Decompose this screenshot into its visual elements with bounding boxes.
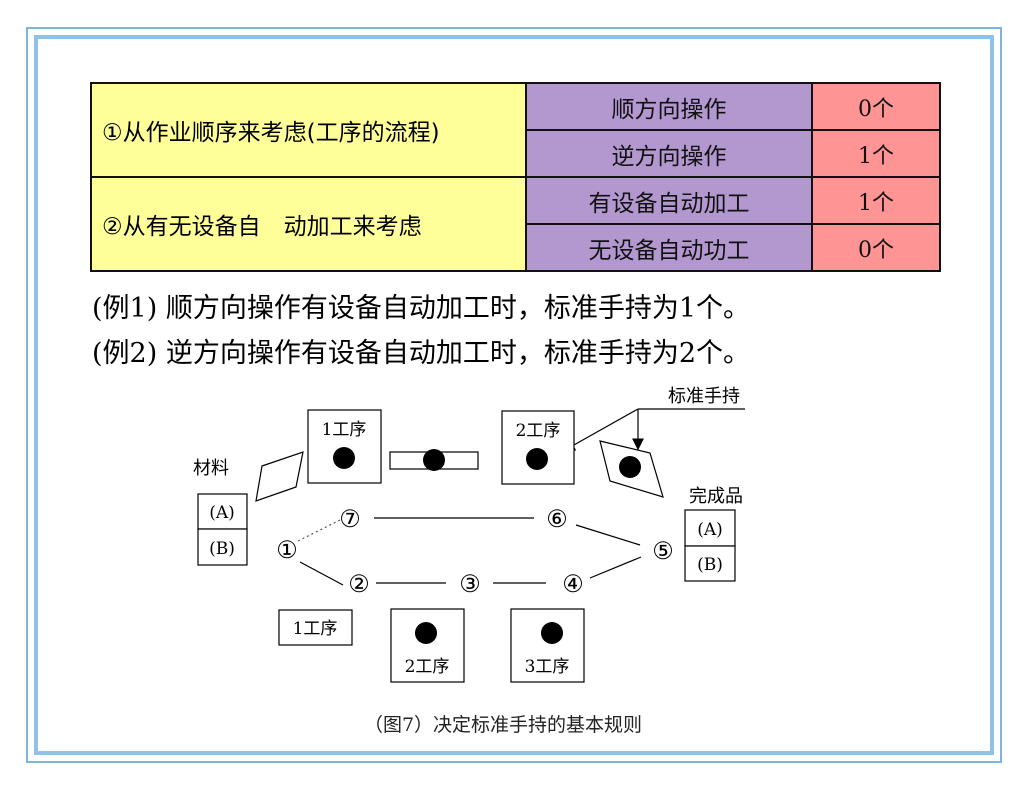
material-box-a — [197, 493, 248, 530]
step-6: ⑥ — [546, 505, 568, 533]
case-cell: 顺方向操作 — [525, 82, 813, 131]
case-cell: 无设备自动功工 — [525, 223, 813, 272]
table-row: 无设备自动功工 0个 — [91, 223, 941, 272]
example-2: (例2) 逆方向操作有设备自动加工时，标准手持为2个。 — [92, 338, 751, 369]
box-a-label: (A) — [697, 520, 723, 540]
process-box-top-2 — [501, 410, 575, 485]
path-4-5 — [589, 556, 642, 579]
path-1-2 — [299, 561, 344, 586]
material-label: 材料 — [193, 458, 229, 479]
figure-caption: （图7）决定标准手持的基本规则 — [364, 714, 642, 736]
step-3: ③ — [459, 570, 481, 598]
count-cell: 0个 — [811, 223, 941, 272]
case-cell: 有设备自动加工 — [525, 176, 813, 225]
step-2: ② — [348, 570, 370, 598]
path-6-5 — [575, 524, 641, 546]
process-label: 2工序 — [405, 657, 450, 677]
case-cell: 逆方向操作 — [525, 129, 813, 178]
worker-dot — [415, 622, 437, 644]
stock-dot — [619, 456, 641, 478]
callout-arrow-left — [562, 408, 639, 452]
stock-dot — [423, 449, 445, 471]
rule-cell-2: ②从有无设备自 动加工来考虑 — [90, 176, 527, 272]
process-box-bottom-2 — [390, 608, 465, 683]
finished-box-b — [684, 545, 736, 582]
std-stock-label: 标准手持 — [668, 386, 740, 407]
table-row: ①从作业顺序来考虑(工序的流程) 顺方向操作 0个 — [90, 82, 941, 178]
process-label: 1工序 — [322, 420, 367, 440]
worker-dot — [333, 447, 355, 469]
step-4: ④ — [562, 570, 584, 598]
count-cell: 1个 — [811, 176, 941, 225]
material-tray — [255, 451, 304, 502]
process-box-bottom-3 — [510, 608, 585, 683]
process-label: 3工序 — [525, 657, 570, 677]
material-box-b — [197, 528, 248, 566]
process-label: 1工序 — [293, 619, 338, 639]
box-a-label: (A) — [209, 503, 235, 523]
finished-label: 完成品 — [689, 486, 743, 507]
rule-cell-1: ①从作业顺序来考虑(工序的流程) — [90, 82, 527, 178]
outer-frame — [26, 27, 1002, 763]
path-1-7 — [297, 519, 341, 542]
count-cell: 1个 — [811, 129, 941, 178]
worker-dot — [526, 448, 548, 470]
worker-dot — [541, 622, 563, 644]
step-1: ① — [276, 536, 298, 564]
table-row: ②从有无设备自 动加工来考虑 有设备自动加工 1个 — [90, 176, 941, 272]
box-b-label: (B) — [697, 555, 723, 575]
inner-frame — [34, 35, 994, 755]
table-row: 逆方向操作 1个 — [91, 129, 941, 178]
example-1: (例1) 顺方向操作有设备自动加工时，标准手持为1个。 — [92, 293, 751, 324]
step-7: ⑦ — [339, 505, 361, 533]
count-cell: 0个 — [811, 82, 941, 131]
process-label: 2工序 — [516, 421, 561, 441]
rules-table: ①从作业顺序来考虑(工序的流程) 顺方向操作 0个 逆方向操作 1个 ②从有无设… — [90, 82, 941, 272]
process-box-bottom-1 — [278, 609, 353, 646]
box-b-label: (B) — [209, 539, 235, 559]
process-box-top-1 — [307, 409, 382, 484]
step-5: ⑤ — [652, 537, 674, 565]
